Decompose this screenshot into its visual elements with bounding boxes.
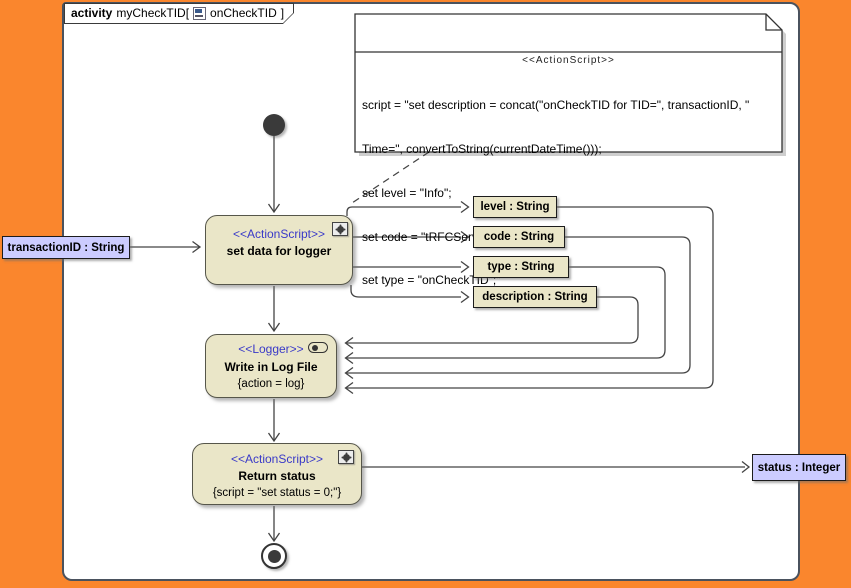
tab-keyword: activity: [71, 6, 113, 20]
note-stereotype: <<ActionScript>>: [522, 55, 615, 66]
action-constraint: {action = log}: [237, 378, 305, 390]
action-return-status[interactable]: <<ActionScript>> Return status {script =…: [192, 443, 362, 505]
pin-code[interactable]: code : String: [473, 226, 565, 248]
note-line: script = "set description = concat("onCh…: [362, 98, 750, 113]
note-line: Time=", convertToString(currentDateTime(…: [362, 141, 602, 156]
action-name: Return status: [238, 469, 316, 483]
tab-diagram-name: onCheckTID: [210, 6, 277, 20]
tab-close-bracket: ]: [280, 6, 285, 20]
action-write-in-log-file[interactable]: <<Logger>> Write in Log File {action = l…: [205, 334, 337, 398]
action-stereotype: <<ActionScript>>: [230, 452, 324, 466]
action-set-data-for-logger[interactable]: <<ActionScript>> set data for logger: [205, 215, 353, 285]
initial-node[interactable]: [263, 114, 285, 136]
action-stereotype: <<Logger>>: [238, 342, 304, 356]
action-constraint: {script = "set status = 0;"}: [212, 487, 342, 499]
activity-final-node[interactable]: [261, 543, 287, 569]
pin-description[interactable]: description : String: [473, 286, 597, 308]
activity-diagram-icon: [193, 7, 206, 20]
tab-title: myCheckTID[: [116, 6, 190, 20]
logger-toggle-icon: [308, 342, 328, 353]
action-name: set data for logger: [226, 244, 332, 258]
comment-note[interactable]: <<ActionScript>> script = "set descripti…: [355, 14, 782, 287]
action-stereotype: <<ActionScript>>: [232, 227, 326, 241]
diagram-frame-tab[interactable]: activity myCheckTID[ onCheckTID ]: [64, 3, 294, 24]
action-name: Write in Log File: [224, 359, 318, 374]
parameter-status[interactable]: status : Integer: [752, 454, 846, 481]
script-gear-icon: [338, 450, 354, 464]
note-body-text: script = "set description = concat("onCh…: [362, 69, 749, 317]
parameter-transactionid[interactable]: transactionID : String: [2, 236, 130, 259]
pin-type[interactable]: type : String: [473, 256, 569, 278]
script-gear-icon: [332, 222, 348, 236]
pin-level[interactable]: level : String: [473, 196, 557, 218]
